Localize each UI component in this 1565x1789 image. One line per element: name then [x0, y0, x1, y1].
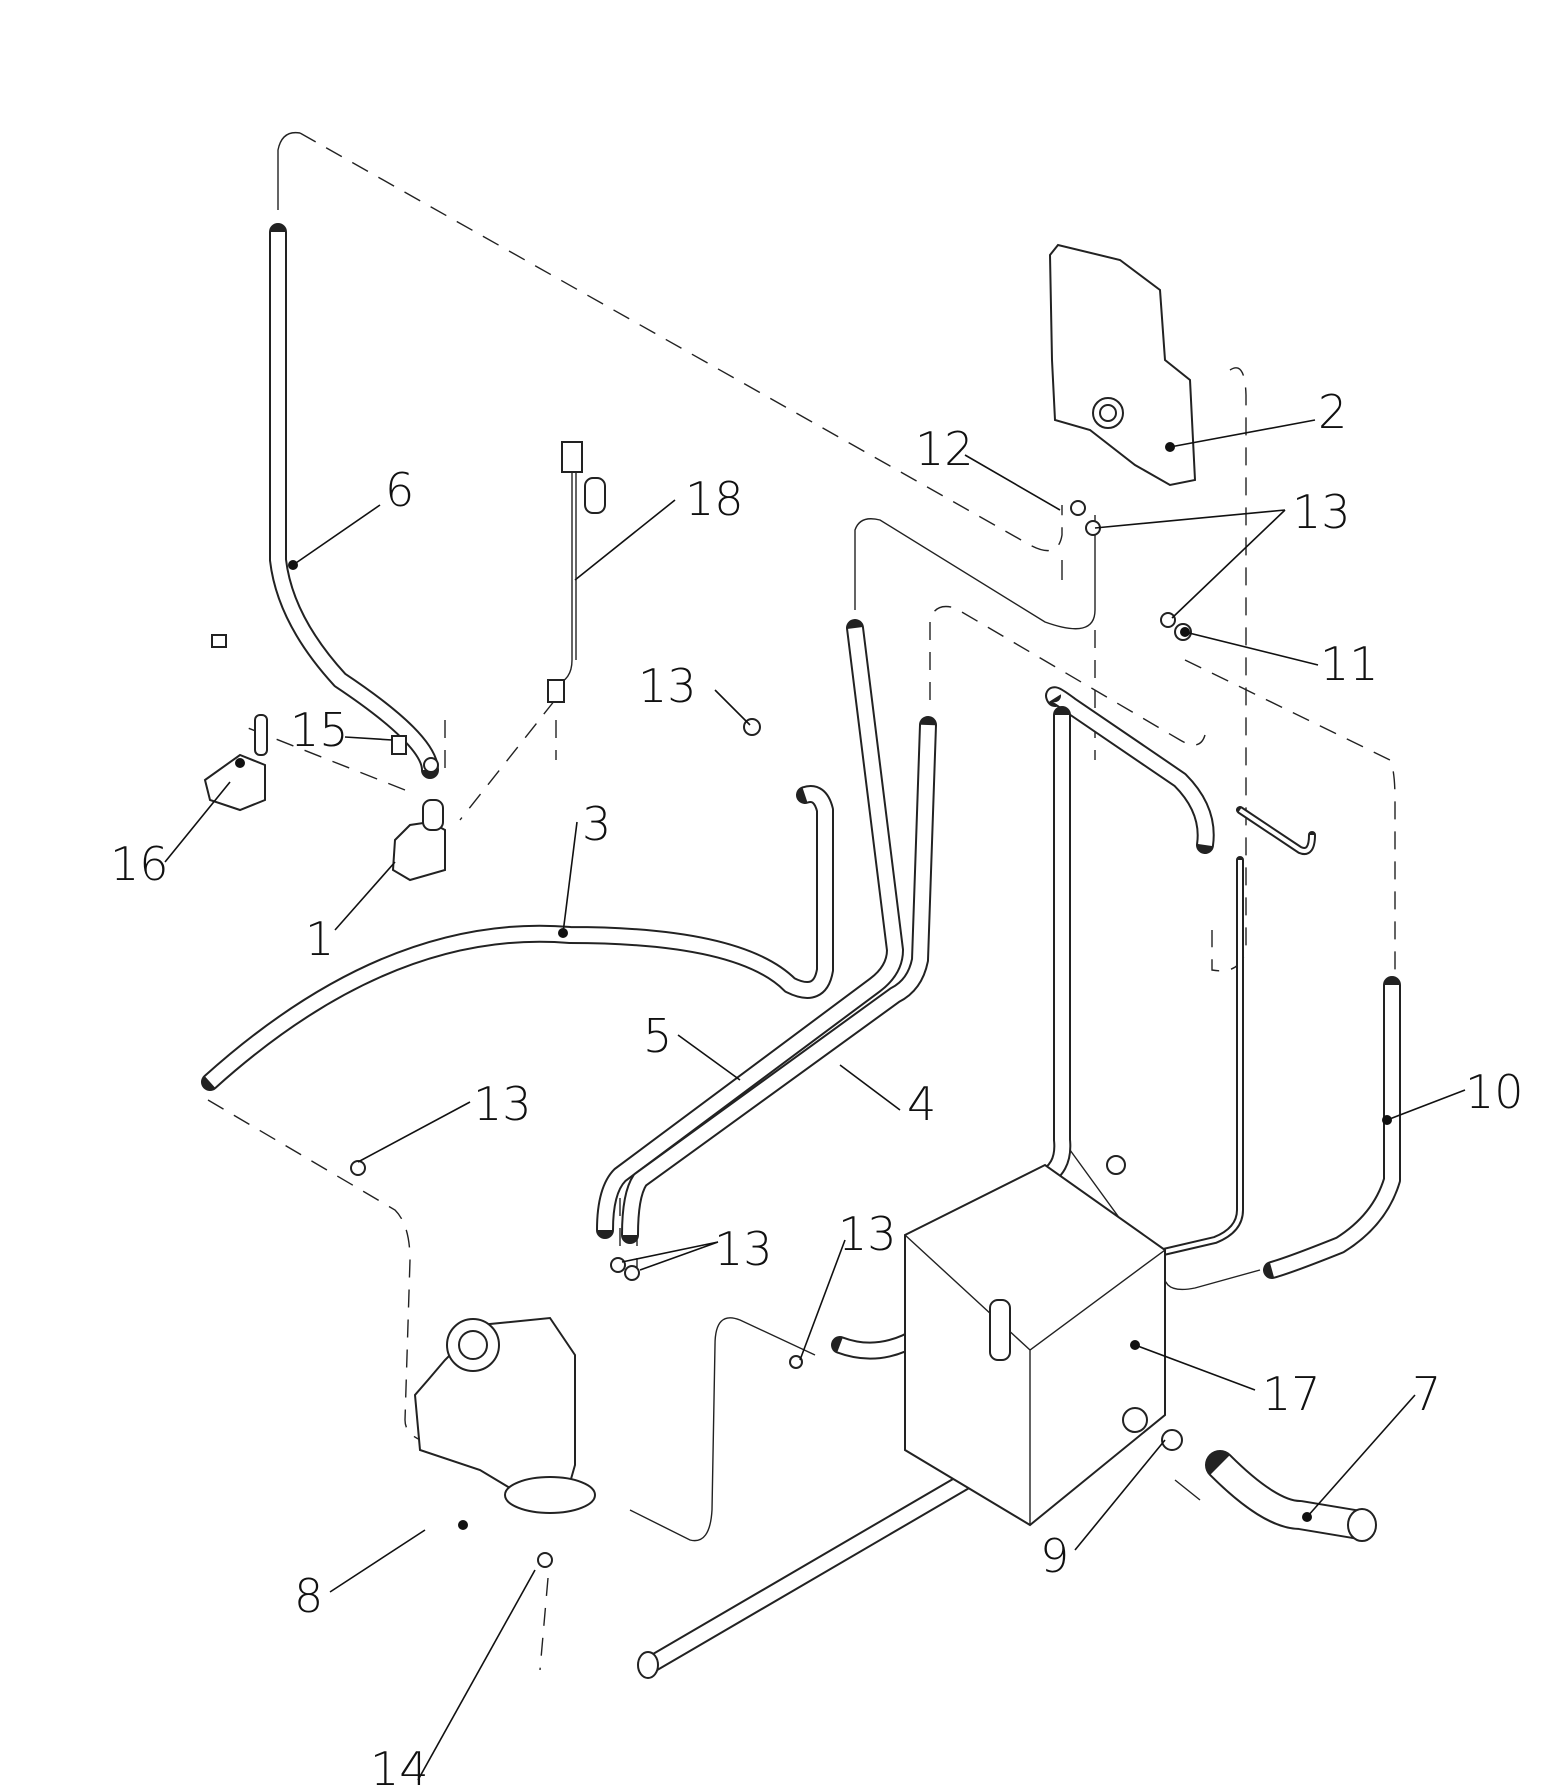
- part-16-valve: [203, 753, 266, 812]
- parts: [203, 243, 1377, 1679]
- callout-8: 8: [294, 1569, 323, 1623]
- callout-2: 2: [1318, 385, 1347, 439]
- callout-15: 15: [290, 703, 349, 757]
- callout-5: 5: [643, 1009, 672, 1063]
- callout-13-middle: 13: [638, 659, 697, 713]
- callout-14: 14: [370, 1742, 429, 1789]
- callout-7: 7: [1412, 1367, 1441, 1421]
- callout-9: 9: [1040, 1529, 1069, 1583]
- callout-16: 16: [110, 837, 169, 891]
- callout-10: 10: [1465, 1065, 1524, 1119]
- callout-13-left-lower: 13: [473, 1077, 532, 1131]
- part-1-valve: [391, 820, 446, 882]
- callout-11: 11: [1320, 637, 1379, 691]
- callout-1: 1: [305, 912, 334, 966]
- callout-4: 4: [907, 1077, 936, 1131]
- hoses: [201, 223, 1401, 1674]
- callout-13-top-right: 13: [1292, 485, 1351, 539]
- callout-3: 3: [582, 797, 611, 851]
- callout-13-center: 13: [714, 1222, 773, 1276]
- part-17-box: [904, 1163, 1166, 1527]
- callout-17: 17: [1262, 1367, 1321, 1421]
- callout-labels: 1 2 3 4 5 6 7 8 9 10 11 12 13 13 13 13 1…: [110, 385, 1524, 1789]
- leader-lines: [164, 419, 1466, 1781]
- part-15-connector: [391, 735, 407, 755]
- callout-18: 18: [685, 472, 744, 526]
- assembly-lines: [207, 131, 1396, 1671]
- part-2-module: [1048, 243, 1197, 487]
- callout-6: 6: [385, 463, 414, 517]
- callout-13-right: 13: [838, 1207, 897, 1261]
- callout-12: 12: [915, 422, 974, 476]
